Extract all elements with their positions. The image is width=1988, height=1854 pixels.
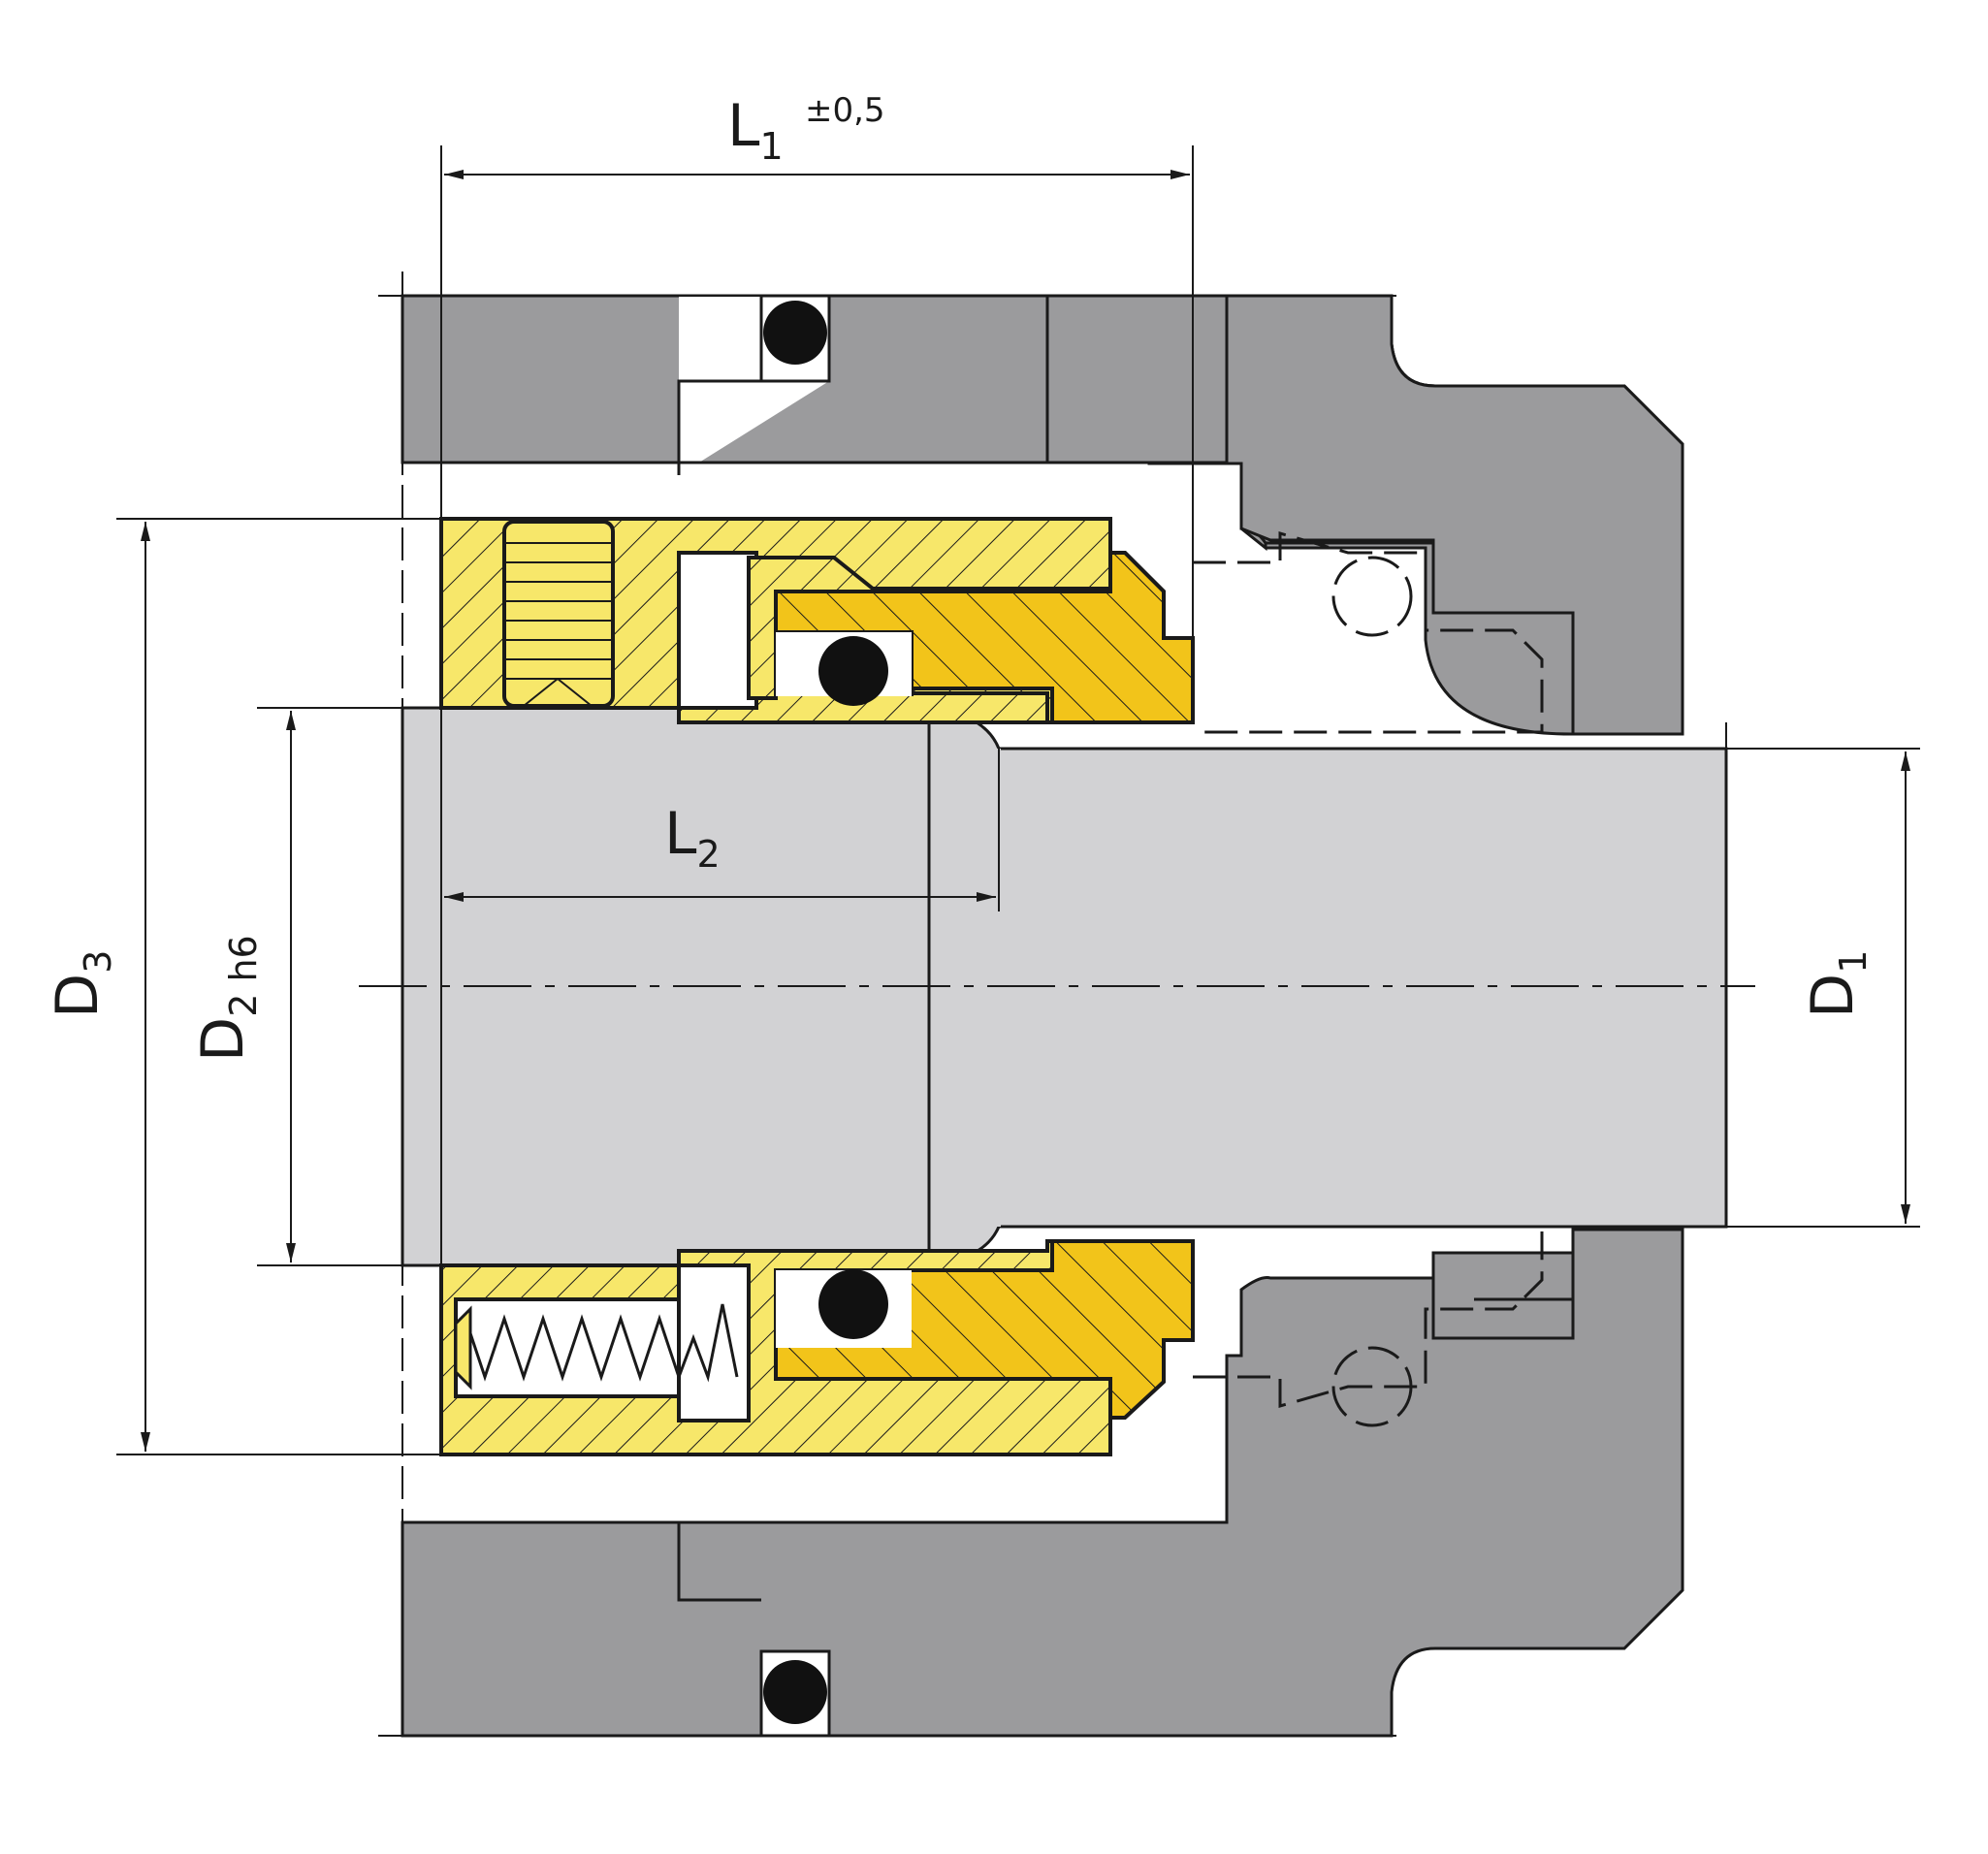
shaft [401, 706, 1728, 1267]
seal-spring-pocket [454, 1297, 681, 1398]
seal-o-ring-lower [818, 1269, 888, 1339]
label-L2-sub: 2 [696, 833, 720, 876]
svg-text:D2 h6: D2 h6 [189, 935, 265, 1062]
label-D1: D1 [1799, 950, 1875, 1018]
label-D2-sub: 2 h6 [222, 935, 265, 1017]
label-L2: L2 [664, 800, 721, 876]
label-D2: D2 h6 [189, 935, 265, 1062]
housing-o-ring-bottom [763, 1660, 827, 1724]
label-D1-sub: 1 [1832, 950, 1875, 974]
housing-o-ring-top [763, 301, 827, 365]
dimension-lines [141, 170, 1910, 1452]
housing [401, 294, 1684, 1738]
seal-collar-cutout [677, 551, 758, 710]
stationary-seat [1193, 531, 1544, 1427]
shaft-body [997, 747, 1728, 1229]
seal-assembly [439, 517, 1195, 1456]
label-L1: L1 ±0,5 [727, 91, 885, 168]
label-L2-main: L [664, 800, 697, 868]
label-L1-tolerance: ±0,5 [805, 91, 885, 130]
label-D2-main: D [189, 1017, 257, 1062]
label-D3-sub: 3 [77, 950, 119, 974]
seal-o-ring-upper [818, 636, 888, 706]
spring [464, 1303, 739, 1383]
housing-lower-flat [1431, 1251, 1575, 1340]
svg-text:L2: L2 [664, 800, 721, 876]
label-L1-main: L [727, 92, 760, 160]
svg-text:D3: D3 [44, 950, 119, 1018]
housing-upper-right [1225, 294, 1684, 736]
extension-lines [116, 145, 1920, 1737]
housing-lower [401, 1228, 1684, 1738]
label-L1-sub: 1 [759, 125, 783, 168]
grub-screw-thread [504, 542, 613, 707]
label-D3: D3 [44, 950, 119, 1018]
label-D3-main: D [44, 974, 112, 1018]
svg-text:D1: D1 [1799, 950, 1875, 1018]
label-D1-main: D [1799, 974, 1867, 1018]
svg-text:L1: L1 [727, 92, 784, 168]
spring-retainer [454, 1305, 472, 1390]
